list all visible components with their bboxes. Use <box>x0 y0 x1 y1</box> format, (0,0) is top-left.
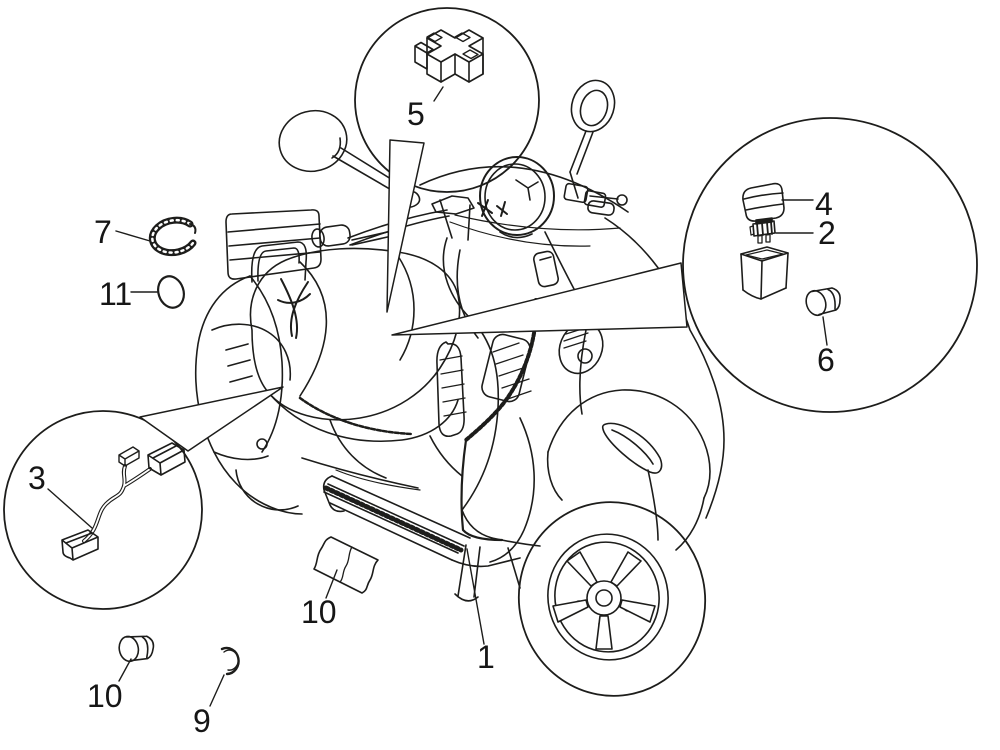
wedge-to-left-inset <box>139 386 284 452</box>
callout-label-4: 4 <box>815 186 833 222</box>
wedge-to-right-inset <box>391 262 688 336</box>
part-fuse-cover <box>742 182 785 222</box>
part-cable-assembly <box>61 442 186 561</box>
part-o-ring <box>157 275 185 309</box>
callout-label-6: 6 <box>817 342 835 378</box>
rear-body <box>194 275 303 515</box>
callout-label-5: 5 <box>407 96 425 132</box>
leader-6 <box>822 316 828 346</box>
front-wheel <box>517 501 707 697</box>
part-clamp-ring <box>148 216 197 257</box>
rear-rack <box>225 209 322 283</box>
callout-label-2: 2 <box>818 215 836 251</box>
callout-label-9: 9 <box>193 703 211 739</box>
inset-circle-right <box>682 117 978 413</box>
handlebar <box>311 165 629 248</box>
floorboard <box>301 457 521 602</box>
leader-3 <box>47 488 93 529</box>
leader-7 <box>115 230 151 242</box>
callout-label-10a: 10 <box>87 678 123 714</box>
legshield-vents <box>436 333 532 438</box>
part-rubber-cap-small <box>118 635 155 663</box>
part-connector-block <box>414 29 484 83</box>
leader-9 <box>209 674 225 707</box>
part-protection-sleeve <box>313 536 379 594</box>
part-retaining-clip <box>220 646 240 676</box>
part-blade-fuse <box>749 217 776 244</box>
part-rubber-cap <box>805 287 841 317</box>
leader-1 <box>466 548 485 645</box>
leader-10b <box>325 569 338 599</box>
leader-10a <box>118 658 132 682</box>
leader-wedges <box>139 139 688 452</box>
front-fender <box>546 329 711 551</box>
leader-5 <box>433 86 444 102</box>
part-fuse-holder <box>740 246 789 300</box>
callout-label-7: 7 <box>94 214 112 250</box>
headlamp <box>479 156 555 239</box>
scooter-drawing <box>194 79 725 697</box>
right-mirror <box>569 79 616 199</box>
callout-label-1: 1 <box>477 639 495 675</box>
leader-lines <box>47 86 828 707</box>
wedge-to-top-inset <box>386 139 425 313</box>
callout-label-3: 3 <box>28 460 46 496</box>
callout-label-11: 11 <box>99 276 133 312</box>
callout-label-10b: 10 <box>301 594 337 630</box>
